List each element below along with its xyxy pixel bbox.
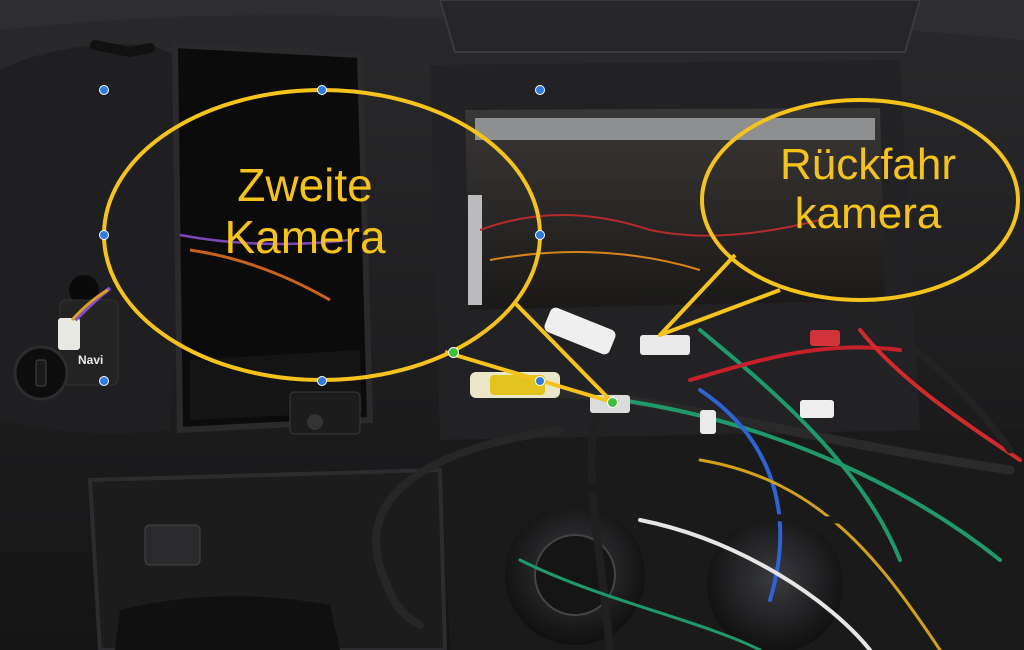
door-seal-clip [90, 40, 155, 58]
yellow-wire [70, 288, 109, 322]
selection-handle-top-right[interactable] [535, 85, 545, 95]
yellow-wire-harness [698, 458, 942, 650]
selection-handle-top-left[interactable] [99, 85, 109, 95]
callout-rueckfahr-label: Rückfahr kamera [779, 140, 957, 239]
camera-connector-socket [307, 414, 323, 430]
black-cable-3 [826, 296, 1014, 454]
hazard-button [144, 524, 201, 566]
panel-hole [69, 275, 99, 305]
callout-zweite-label: Zweite Kamera [224, 159, 386, 263]
callout-rueckfahr-ellipse [700, 98, 1020, 302]
blue-wire [698, 388, 783, 602]
selection-handle-bottom-left[interactable] [99, 376, 109, 386]
hvac-knob-left-center [534, 534, 616, 616]
red-wire [688, 345, 902, 382]
green-wire-2 [698, 328, 902, 562]
selection-handle-top[interactable] [317, 85, 327, 95]
callout-zweite-text: Zweite Kamera [175, 159, 435, 263]
selection-handle-left[interactable] [99, 230, 109, 240]
top-vent-housing [438, 0, 922, 53]
connector-tag [640, 335, 690, 355]
connector-white-3 [800, 400, 834, 418]
callout-rueckfahr-text: Rückfahr kamera [728, 140, 1008, 239]
green-wire [618, 398, 1002, 562]
left-dash-panel [0, 44, 190, 434]
gear-boot [115, 596, 340, 650]
pointer-anchor-tip[interactable] [606, 396, 618, 408]
side-bracket [468, 195, 482, 305]
white-connector [58, 318, 80, 350]
navi-switch-label: Navi [78, 353, 104, 367]
red-wire-bay [479, 214, 821, 237]
orange-wire-bay [489, 251, 701, 271]
selection-handle-right[interactable] [535, 230, 545, 240]
metal-bracket [475, 118, 875, 140]
camera-connector-block [289, 391, 361, 435]
selection-handle-bottom-right[interactable] [535, 376, 545, 386]
radio-bay-opening [465, 108, 885, 310]
fuse-holder [700, 410, 716, 434]
white-rca-plug [544, 307, 616, 355]
yellow-rca-plug-tip [490, 375, 545, 395]
red-wire-2 [858, 328, 1022, 462]
selection-handle-bottom[interactable] [317, 376, 327, 386]
left-cubby [171, 41, 374, 434]
red-connector [810, 330, 840, 346]
callout-rueckfahr-pointer [658, 253, 781, 337]
black-cable-down [587, 396, 614, 650]
rocker-switch-paddle [35, 359, 47, 387]
green-wire-3 [518, 558, 762, 650]
coax-cable [372, 426, 564, 629]
purple-wire-cubby [179, 233, 351, 246]
pointer-anchor-start[interactable] [447, 346, 459, 358]
white-wire [638, 518, 872, 650]
black-cable-2 [556, 476, 854, 524]
orange-wire-cubby [189, 248, 331, 302]
